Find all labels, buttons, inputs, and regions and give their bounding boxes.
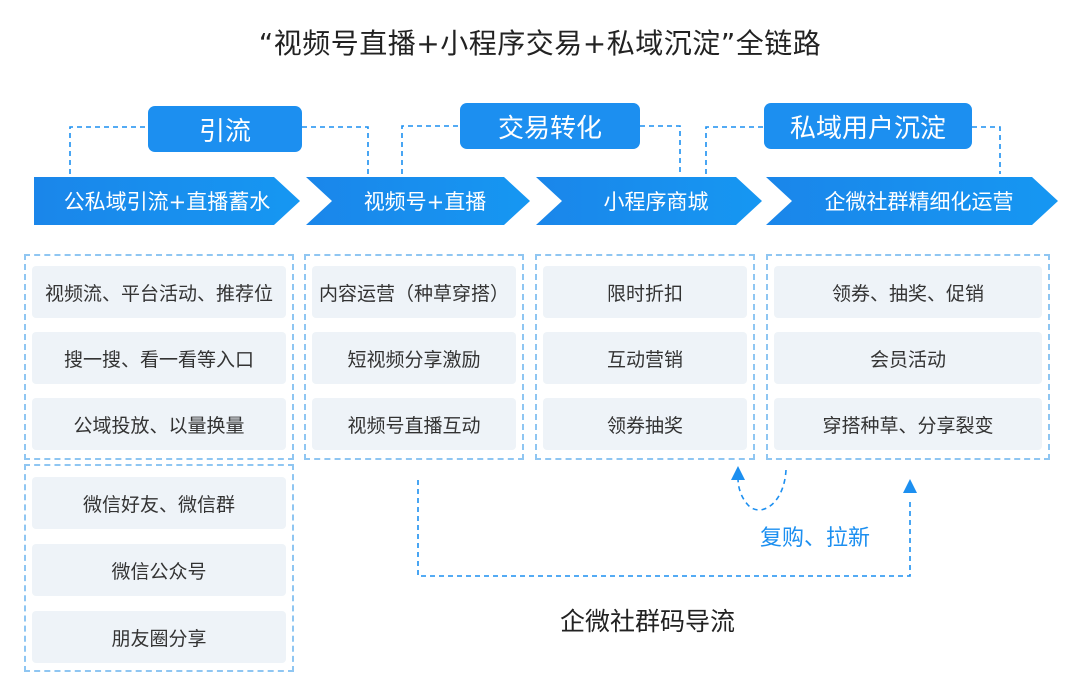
flow-line-bottom — [417, 480, 911, 577]
phase-label-private: 私域用户沉淀 — [764, 103, 972, 149]
list-item: 视频号直播互动 — [312, 398, 516, 450]
loop-label: 复购、拉新 — [760, 526, 871, 551]
diagram-title: “视频号直播+小程序交易+私域沉淀”全链路 — [258, 27, 822, 60]
col4-box — [766, 254, 1050, 460]
arrowhead-up-loop — [731, 466, 745, 480]
list-item: 短视频分享激励 — [312, 332, 516, 384]
list-item: 视频流、平台活动、推荐位 — [32, 266, 286, 318]
stage-arrow-community: 企微社群精细化运营 — [766, 177, 1058, 225]
col3-box — [535, 254, 755, 460]
col1-top-box — [24, 254, 294, 460]
list-item: 穿搭种草、分享裂变 — [774, 398, 1042, 450]
col2-box — [304, 254, 524, 460]
phase-bracket-3 — [705, 126, 1001, 174]
arrowhead-up-right — [903, 479, 917, 493]
phase-bracket-1 — [69, 126, 369, 174]
list-item: 领券抽奖 — [543, 398, 747, 450]
col1-bottom-box — [24, 464, 294, 672]
list-item: 互动营销 — [543, 332, 747, 384]
bottom-flow-label: 企微社群码导流 — [560, 607, 736, 636]
list-item: 会员活动 — [774, 332, 1042, 384]
list-item: 公域投放、以量换量 — [32, 398, 286, 450]
loop-curve — [737, 469, 787, 511]
list-item: 内容运营（种草穿搭） — [312, 266, 516, 318]
stage-arrow-live: 视频号+直播 — [306, 177, 530, 225]
list-item: 限时折扣 — [543, 266, 747, 318]
list-item: 微信好友、微信群 — [32, 477, 286, 529]
stage-arrow-traffic: 公私域引流+直播蓄水 — [34, 177, 300, 225]
stage-arrow-miniprogram: 小程序商城 — [536, 177, 762, 225]
list-item: 搜一搜、看一看等入口 — [32, 332, 286, 384]
list-item: 领券、抽奖、促销 — [774, 266, 1042, 318]
list-item: 朋友圈分享 — [32, 611, 286, 663]
phase-label-traffic: 引流 — [148, 106, 302, 152]
list-item: 微信公众号 — [32, 544, 286, 596]
phase-label-conversion: 交易转化 — [460, 103, 640, 149]
phase-bracket-2 — [401, 125, 681, 174]
